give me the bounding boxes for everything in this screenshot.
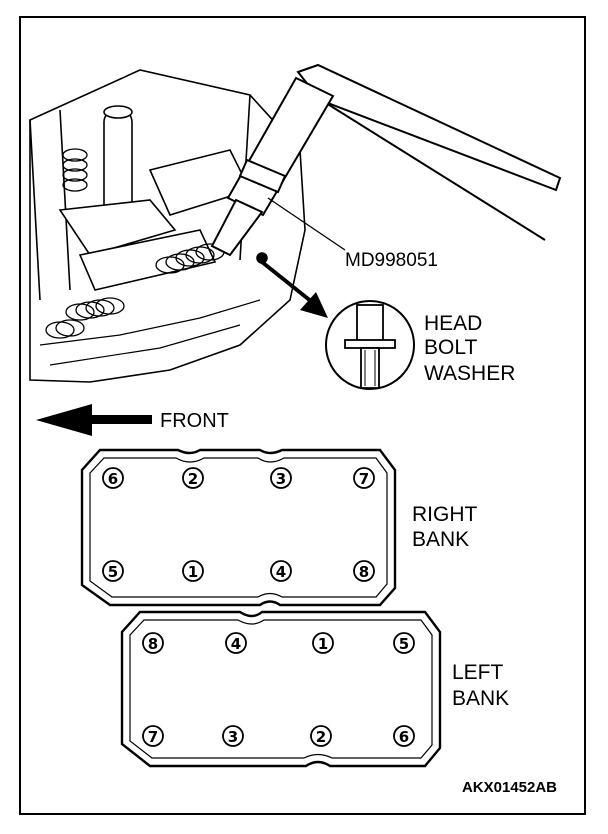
engine-illustration <box>29 69 306 383</box>
svg-text:3: 3 <box>228 728 238 746</box>
left-bank-bolt-5: 7 <box>142 725 164 747</box>
right-bank-bolt-1: 6 <box>102 467 124 489</box>
tool-illustration <box>210 63 562 257</box>
front-label: FRONT <box>160 410 229 432</box>
svg-text:6: 6 <box>108 470 118 488</box>
svg-text:6: 6 <box>399 728 409 746</box>
left-bank-label-line1: LEFT <box>452 661 504 684</box>
front-arrow <box>36 404 152 436</box>
svg-text:2: 2 <box>188 470 198 488</box>
svg-text:7: 7 <box>148 728 158 746</box>
right-bank-bolt-3: 3 <box>270 467 292 489</box>
right-bank-bolt-7: 4 <box>270 560 292 582</box>
figure-frame <box>19 16 586 815</box>
svg-text:2: 2 <box>316 728 326 746</box>
svg-text:4: 4 <box>231 635 241 653</box>
left-bank-bolt-8: 6 <box>393 725 415 747</box>
left-bank-bolt-6: 3 <box>222 725 244 747</box>
right-bank-label-line2: BANK <box>412 528 469 551</box>
left-bank-bolt-1: 8 <box>142 632 164 654</box>
left-bank-label-line2: BANK <box>452 687 509 710</box>
svg-text:1: 1 <box>318 635 328 653</box>
right-bank-bolt-2: 2 <box>182 467 204 489</box>
svg-text:8: 8 <box>359 563 369 581</box>
bolt-label: BOLT <box>424 336 477 359</box>
right-bank-bolt-5: 5 <box>102 560 124 582</box>
detail-arrow <box>260 260 328 318</box>
right-bank-bolt-4: 7 <box>353 467 375 489</box>
svg-text:3: 3 <box>276 470 286 488</box>
washer-detail <box>325 300 415 390</box>
svg-text:7: 7 <box>359 470 369 488</box>
left-bank-bolt-3: 1 <box>312 632 334 654</box>
figure-code: AKX01452AB <box>462 779 557 796</box>
svg-text:5: 5 <box>108 563 118 581</box>
right-bank-bolt-6: 1 <box>182 560 204 582</box>
right-bank-label-line1: RIGHT <box>412 503 478 526</box>
svg-text:4: 4 <box>276 563 286 581</box>
left-bank-bolt-4: 5 <box>393 632 415 654</box>
head-label: HEAD <box>424 312 482 335</box>
svg-text:1: 1 <box>188 563 198 581</box>
left-bank-gasket <box>120 610 442 768</box>
tool-number-label: MD998051 <box>345 250 438 271</box>
washer-label: WASHER <box>424 362 515 385</box>
tool-leader-line <box>267 197 346 251</box>
left-bank-bolt-2: 4 <box>225 632 247 654</box>
right-bank-bolt-8: 8 <box>353 560 375 582</box>
svg-text:5: 5 <box>399 635 409 653</box>
svg-text:8: 8 <box>148 635 158 653</box>
right-bank-gasket <box>80 448 397 607</box>
left-bank-bolt-7: 2 <box>310 725 332 747</box>
